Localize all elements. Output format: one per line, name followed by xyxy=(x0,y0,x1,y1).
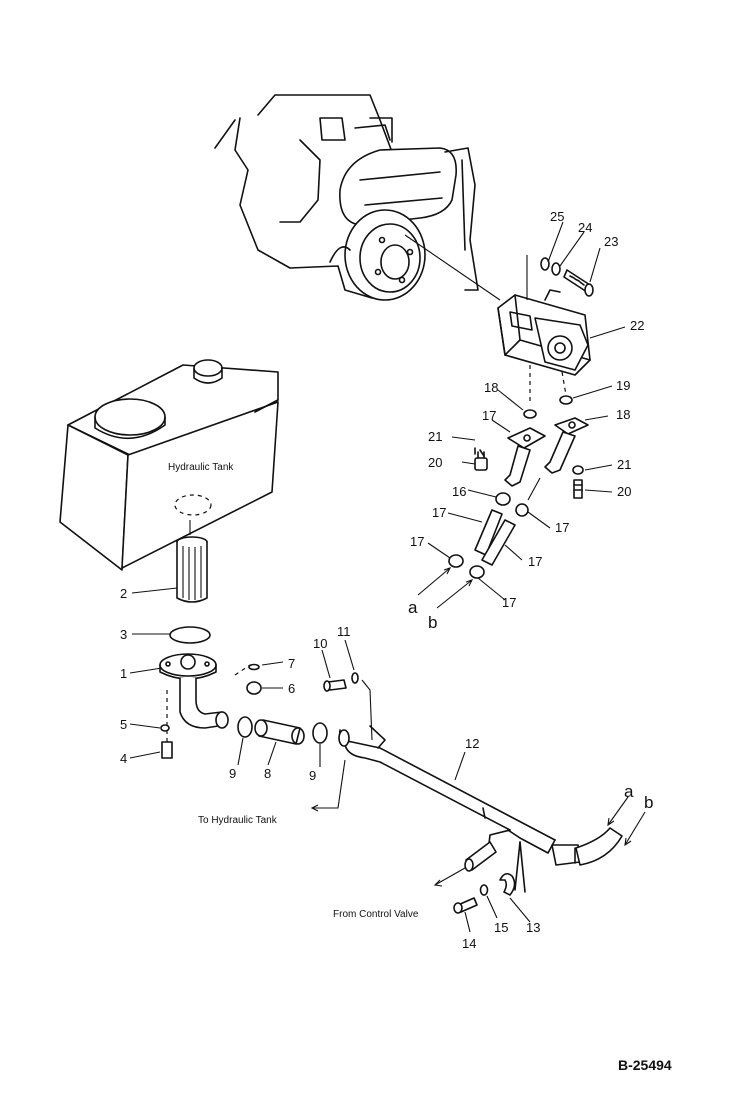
callout-9-right: 9 xyxy=(309,768,316,783)
callout-4: 4 xyxy=(120,751,127,766)
label-to-hydraulic-tank: To Hydraulic Tank xyxy=(198,815,278,826)
callout-17-a: 16 xyxy=(452,484,466,499)
hydraulic-tank xyxy=(59,359,279,571)
callout-10: 12 xyxy=(465,736,479,751)
callout-23: 23 xyxy=(604,234,618,249)
callout-17-b: 17 xyxy=(555,520,569,535)
hydraulic-pump xyxy=(497,255,591,405)
clamp-9-left xyxy=(237,716,253,738)
callout-2: 2 xyxy=(120,586,127,601)
callout-19-left: 18 xyxy=(484,380,498,395)
callout-17-c: 17 xyxy=(410,534,424,549)
bolt-11 xyxy=(323,679,347,692)
label-hydraulic-tank: Hydraulic Tank xyxy=(168,462,234,473)
washer-25 xyxy=(540,257,550,271)
callout-20-left: 20 xyxy=(428,455,442,470)
callout-1: 1 xyxy=(120,666,127,681)
reference-code: B-25494 xyxy=(618,1057,672,1073)
callout-24: 24 xyxy=(578,220,592,235)
callout-16-b: 17 xyxy=(528,554,542,569)
washer-12 xyxy=(351,672,359,684)
washer-5 xyxy=(160,724,170,732)
callout-5: 5 xyxy=(120,717,127,732)
label-from-control-valve: From Control Valve xyxy=(333,909,419,920)
bolt-20-right xyxy=(573,479,583,499)
callout-15: 15 xyxy=(494,920,508,935)
arrow-from-control-valve xyxy=(434,867,466,886)
return-pipe-10 xyxy=(338,725,623,893)
o-ring-3 xyxy=(169,626,211,644)
callout-12: 11 xyxy=(337,624,351,639)
elbow-18-left xyxy=(504,427,546,487)
callout-25: 25 xyxy=(550,209,564,224)
washer-24 xyxy=(551,262,561,276)
bolt-14 xyxy=(453,897,478,914)
callout-14: 14 xyxy=(462,936,476,951)
arrow-a-upper xyxy=(417,567,451,596)
washer-21-right xyxy=(572,465,584,475)
washer-21-left xyxy=(474,447,485,457)
connector-a-upper: a xyxy=(408,598,418,617)
o-ring-19-left xyxy=(523,409,537,419)
callout-13: 13 xyxy=(526,920,540,935)
callout-numbers: 25 24 23 22 18 19 17 18 21 20 21 20 16 1… xyxy=(120,209,644,951)
callout-22: 22 xyxy=(630,318,644,333)
bolt-4 xyxy=(161,741,173,759)
connector-b-upper: b xyxy=(428,613,437,632)
callout-7: 7 xyxy=(288,656,295,671)
bolt-23 xyxy=(563,269,594,297)
leader-lines xyxy=(129,221,626,933)
clamp-17-a xyxy=(495,492,511,506)
clamp-17-d xyxy=(469,565,485,579)
hose-8 xyxy=(254,719,305,745)
filter-element-2 xyxy=(176,536,208,603)
bolt-20-left xyxy=(474,451,488,471)
callout-19-right: 19 xyxy=(616,378,630,393)
washer-15 xyxy=(479,884,489,896)
washer-7 xyxy=(248,663,260,671)
clamp-17-b xyxy=(515,503,529,517)
o-ring-19-right xyxy=(559,395,573,405)
callout-21-left: 21 xyxy=(428,429,442,444)
arrow-b-upper xyxy=(436,579,473,609)
arrow-b-lower xyxy=(624,811,646,846)
callout-11: 10 xyxy=(313,636,327,651)
connector-b-lower: b xyxy=(644,793,653,812)
callout-18-left: 17 xyxy=(482,408,496,423)
engine-illustration xyxy=(214,94,501,301)
filter-cover-1 xyxy=(159,653,229,729)
clamp-9-right xyxy=(312,722,328,744)
elbow-18-right xyxy=(544,417,589,474)
callout-16-a: 17 xyxy=(432,505,446,520)
arrow-a-lower xyxy=(607,796,629,826)
callout-3: 3 xyxy=(120,627,127,642)
callout-21-right: 21 xyxy=(617,457,631,472)
clamp-13 xyxy=(499,872,516,896)
clamp-6 xyxy=(246,681,262,695)
callout-18-right: 18 xyxy=(616,407,630,422)
callout-20-right: 20 xyxy=(617,484,631,499)
callout-8: 8 xyxy=(264,766,271,781)
hose-16-right xyxy=(481,519,516,566)
connector-a-lower: a xyxy=(624,782,634,801)
callout-9-left: 9 xyxy=(229,766,236,781)
arrow-to-hydraulic-tank xyxy=(312,759,346,809)
callout-6: 6 xyxy=(288,681,295,696)
callout-17-d: 17 xyxy=(502,595,516,610)
clamp-17-c xyxy=(448,554,464,568)
hose-16-left xyxy=(474,509,503,556)
